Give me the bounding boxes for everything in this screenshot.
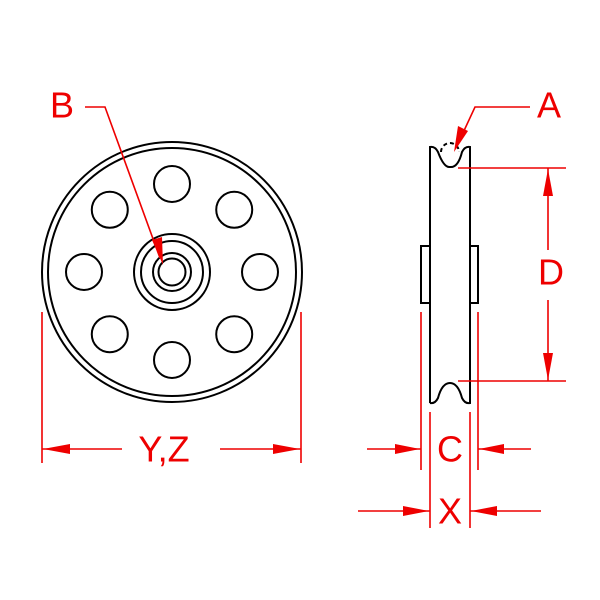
dimension-c: C bbox=[367, 312, 531, 470]
front-view bbox=[41, 141, 303, 403]
label-a: A bbox=[537, 85, 561, 126]
hole bbox=[153, 165, 191, 203]
hub-ring-outer bbox=[133, 233, 211, 311]
rope-section bbox=[440, 142, 460, 153]
dimension-a: A bbox=[454, 85, 561, 152]
hole bbox=[65, 253, 103, 291]
hub-ring bbox=[140, 240, 204, 304]
hole bbox=[215, 315, 254, 354]
label-x: X bbox=[438, 491, 462, 532]
hole bbox=[215, 190, 254, 229]
hub-left bbox=[420, 245, 431, 304]
hub-right bbox=[469, 245, 479, 304]
hole bbox=[241, 253, 279, 291]
hole bbox=[90, 315, 129, 354]
bearing-ring bbox=[152, 252, 192, 292]
bore bbox=[157, 257, 187, 287]
lightening-holes bbox=[65, 165, 279, 379]
dimension-b: B bbox=[50, 85, 163, 265]
sheave-profile bbox=[429, 145, 471, 405]
label-yz: Y,Z bbox=[138, 429, 189, 470]
inner-rim bbox=[47, 147, 297, 397]
dimension-d: D bbox=[458, 167, 566, 382]
label-d: D bbox=[538, 252, 564, 293]
hole bbox=[153, 341, 191, 379]
dimension-x: X bbox=[358, 412, 541, 532]
hole bbox=[90, 190, 129, 229]
label-c: C bbox=[437, 429, 463, 470]
label-b: B bbox=[50, 85, 74, 126]
side-view bbox=[420, 142, 479, 405]
dimension-yz: Y,Z bbox=[41, 312, 302, 470]
outer-rim bbox=[41, 141, 303, 403]
